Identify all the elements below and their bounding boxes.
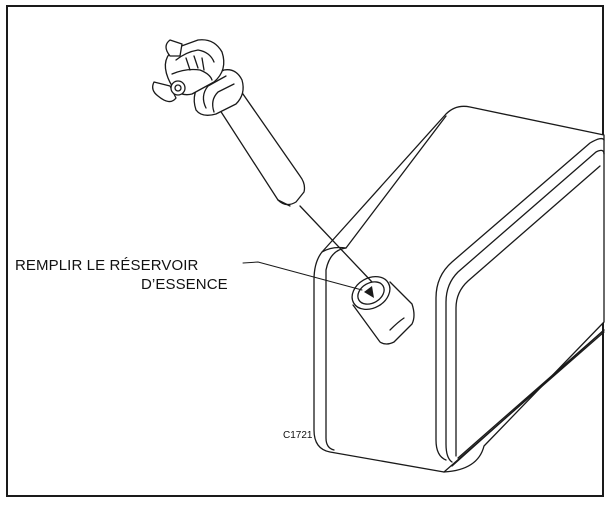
figure-code: C1721 xyxy=(283,430,313,441)
callout-leader xyxy=(242,261,363,291)
callout-label-line-2: D’ESSENCE xyxy=(141,276,228,293)
callout-label-line-1: REMPLIR LE RÉSERVOIR xyxy=(15,257,199,274)
fuel-tank xyxy=(313,105,605,473)
fuel-nozzle xyxy=(152,39,373,283)
filler-neck xyxy=(351,275,415,345)
